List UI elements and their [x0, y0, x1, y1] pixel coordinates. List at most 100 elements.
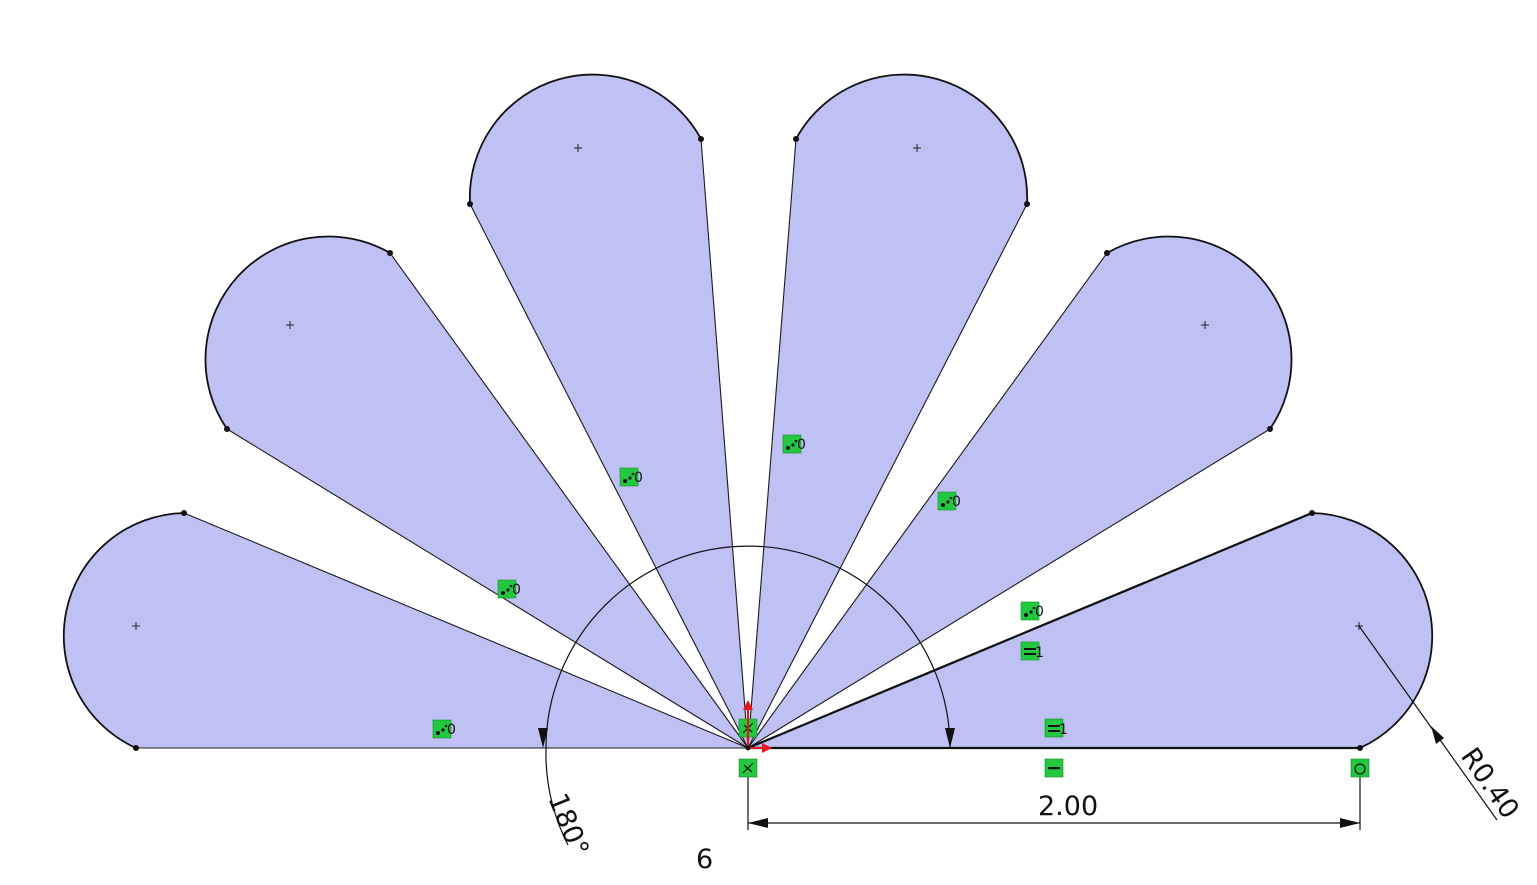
- sketch-line[interactable]: [226, 428, 749, 749]
- pattern-relation-badge[interactable]: 0: [619, 467, 643, 487]
- endpoint[interactable]: [793, 136, 799, 142]
- sketch-line[interactable]: [389, 252, 749, 749]
- petal-region-5[interactable]: [205, 236, 748, 748]
- pattern-dot: [506, 588, 510, 592]
- horizontal-relation-badge[interactable]: [1044, 758, 1064, 778]
- sketch-line[interactable]: [747, 138, 797, 749]
- linear-dimension[interactable]: 2.00: [747, 760, 1361, 830]
- sketch-endpoints: [133, 136, 1363, 751]
- sketch-line[interactable]: [747, 428, 1271, 749]
- center-point-icon[interactable]: [913, 144, 921, 152]
- sketch-arc[interactable]: [1106, 235, 1293, 430]
- equal-relation-label: 1: [1035, 645, 1044, 661]
- endpoint[interactable]: [1024, 201, 1030, 207]
- equal-relation-badge[interactable]: 1: [1020, 641, 1044, 661]
- endpoint[interactable]: [1267, 426, 1273, 432]
- equal-relation-badge[interactable]: 1: [1044, 718, 1068, 738]
- sketch-arc[interactable]: [1311, 512, 1434, 749]
- origin-y-arrow-icon: [743, 700, 753, 710]
- pattern-dot: [441, 728, 445, 732]
- pattern-relation-badge[interactable]: 0: [937, 491, 961, 511]
- endpoint[interactable]: [467, 201, 473, 207]
- endpoint[interactable]: [133, 745, 139, 751]
- pattern-dot: [444, 724, 448, 728]
- endpoint[interactable]: [698, 136, 704, 142]
- horizontal-bar: [1048, 767, 1060, 770]
- dimension-arrow-icon: [1340, 818, 1360, 828]
- arc-centers: [132, 144, 1363, 630]
- pattern-dot: [628, 476, 632, 480]
- pattern-relation-badge[interactable]: 0: [432, 719, 456, 739]
- center-point-icon[interactable]: [132, 622, 140, 630]
- angle-dimension-extension: [545, 747, 569, 846]
- pattern-relation-label: 0: [952, 494, 961, 510]
- pattern-relation-label: 0: [512, 582, 521, 598]
- origin-point[interactable]: [745, 745, 751, 751]
- pattern-dot: [794, 439, 798, 443]
- equal-bar: [1048, 725, 1060, 727]
- dimension-arrow-icon: [1431, 726, 1444, 744]
- pattern-relation-label: 0: [1035, 604, 1044, 620]
- coincident-relation-badge[interactable]: [738, 758, 758, 778]
- petal-region-1[interactable]: [748, 513, 1433, 748]
- endpoint[interactable]: [1357, 745, 1363, 751]
- pattern-dot: [436, 731, 440, 735]
- pattern-dot: [631, 472, 635, 476]
- seed-line-selected[interactable]: [747, 511, 1313, 750]
- endpoint[interactable]: [181, 510, 187, 516]
- petal-region-2[interactable]: [748, 236, 1292, 748]
- center-point-icon[interactable]: [1201, 321, 1209, 329]
- pattern-relation-label: 0: [447, 722, 456, 738]
- endpoint[interactable]: [1309, 510, 1315, 516]
- petal-arcs: [62, 73, 1434, 749]
- point-relation-icon: [1350, 758, 1370, 778]
- angle-dimension-value[interactable]: 180°: [542, 789, 595, 861]
- sketch-line[interactable]: [747, 252, 1108, 749]
- origin-x-arrow-icon: [762, 743, 772, 753]
- equal-bar: [1024, 648, 1036, 650]
- pattern-dot: [501, 591, 505, 595]
- pattern-relation-label: 0: [797, 437, 806, 453]
- pattern-dot: [509, 584, 513, 588]
- sketch-origin[interactable]: [743, 700, 772, 753]
- equal-bar: [1024, 653, 1036, 655]
- sketch-line[interactable]: [700, 138, 749, 749]
- pattern-dot: [946, 500, 950, 504]
- petal-region-4[interactable]: [469, 74, 748, 749]
- point-glyph: [1354, 763, 1366, 775]
- pattern-relation-badge[interactable]: 0: [497, 579, 521, 599]
- sketch-arc[interactable]: [468, 73, 702, 205]
- pattern-relation-badge[interactable]: 0: [782, 434, 806, 454]
- center-point-icon[interactable]: [574, 144, 582, 152]
- radius-dimension-value[interactable]: R0.40: [1454, 742, 1525, 824]
- equal-relation-icon: [1020, 641, 1040, 661]
- pattern-dot: [1032, 606, 1036, 610]
- point-relation-badge[interactable]: [1350, 758, 1370, 778]
- dimension-arrow-icon: [748, 818, 768, 828]
- equal-relation-label: 1: [1059, 722, 1068, 738]
- sketch-arc[interactable]: [795, 73, 1029, 205]
- petal-fills: [63, 74, 1433, 749]
- pattern-instance-count[interactable]: 6: [696, 844, 713, 875]
- pattern-relation-badge[interactable]: 0: [1020, 601, 1044, 621]
- endpoint[interactable]: [1104, 250, 1110, 256]
- dimension-arrow-icon: [538, 728, 548, 748]
- sketch-line[interactable]: [747, 203, 1028, 749]
- sketch-arc[interactable]: [62, 512, 185, 749]
- sketch-line[interactable]: [183, 512, 749, 749]
- equal-bar: [1048, 730, 1060, 732]
- tangent-lines: [136, 138, 1360, 750]
- angle-dimension-arc: [545, 545, 951, 749]
- pattern-dot: [623, 479, 627, 483]
- endpoint[interactable]: [224, 426, 230, 432]
- petal-region-6[interactable]: [63, 513, 748, 748]
- sketch-line[interactable]: [469, 203, 749, 749]
- sketch-arc[interactable]: [204, 235, 391, 430]
- pattern-relation-label: 0: [634, 470, 643, 486]
- endpoint[interactable]: [387, 250, 393, 256]
- petal-region-3[interactable]: [748, 74, 1028, 748]
- dimension-arrow-icon: [945, 728, 955, 748]
- center-point-icon[interactable]: [286, 321, 294, 329]
- linear-dimension-value[interactable]: 2.00: [1038, 791, 1098, 822]
